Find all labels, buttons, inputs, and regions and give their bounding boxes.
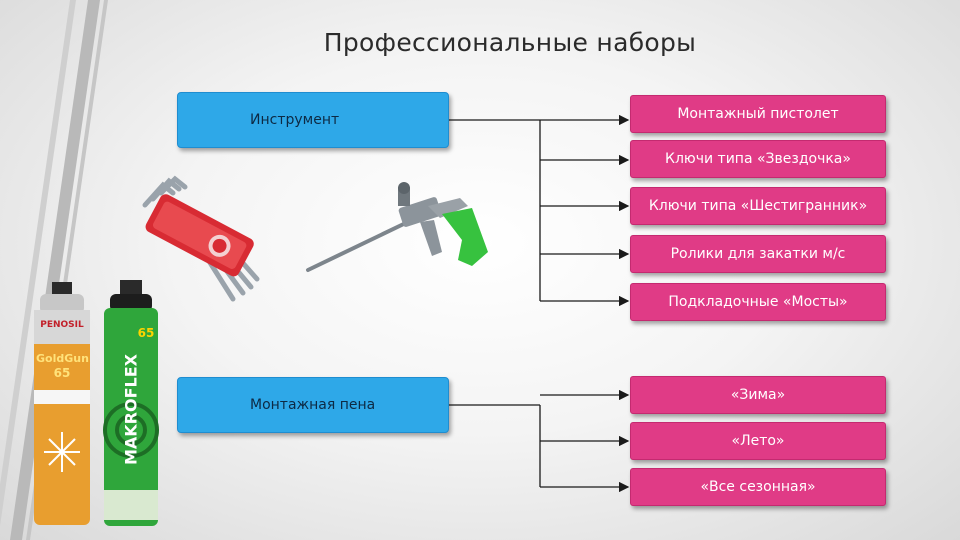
category-tools-label: Инструмент (250, 112, 340, 128)
hex-key-set-image (142, 175, 260, 302)
penosil-brand-label: PENOSIL (40, 320, 84, 330)
category-tools: Инструмент (177, 92, 449, 148)
penosil-model-label: GoldGun (36, 352, 89, 365)
makroflex-number-label: 65 (137, 326, 155, 340)
category-foam-label: Монтажная пена (250, 397, 376, 413)
makroflex-brand-label: MAKROFLEX (121, 354, 141, 466)
item-star-keys: Ключи типа «Звездочка» (630, 140, 886, 178)
item-all-season: «Все сезонная» (630, 468, 886, 506)
item-label: «Все сезонная» (700, 479, 816, 495)
item-rollers: Ролики для закатки м/с (630, 235, 886, 273)
foam-gun-image (306, 182, 488, 272)
item-winter: «Зима» (630, 376, 886, 414)
item-summer: «Лето» (630, 422, 886, 460)
page-title: Профессиональные наборы (323, 28, 697, 57)
item-label: Подкладочные «Мосты» (668, 294, 848, 310)
item-label: Ролики для закатки м/с (670, 246, 846, 262)
makroflex-foam-can-image: MAKROFLEX 65 (102, 280, 160, 528)
item-bridges: Подкладочные «Мосты» (630, 283, 886, 321)
item-label: «Зима» (730, 387, 786, 403)
penosil-foam-can-image: PENOSIL GoldGun 65 (30, 282, 94, 527)
item-label: Ключи типа «Звездочка» (665, 151, 851, 167)
item-foam-gun: Монтажный пистолет (630, 95, 886, 133)
item-hex-keys: Ключи типа «Шестигранник» (630, 187, 886, 225)
item-label: Ключи типа «Шестигранник» (648, 198, 868, 214)
category-foam: Монтажная пена (177, 377, 449, 433)
item-label: Монтажный пистолет (677, 106, 839, 122)
item-label: «Лето» (731, 433, 785, 449)
penosil-number-label: 65 (53, 366, 71, 380)
